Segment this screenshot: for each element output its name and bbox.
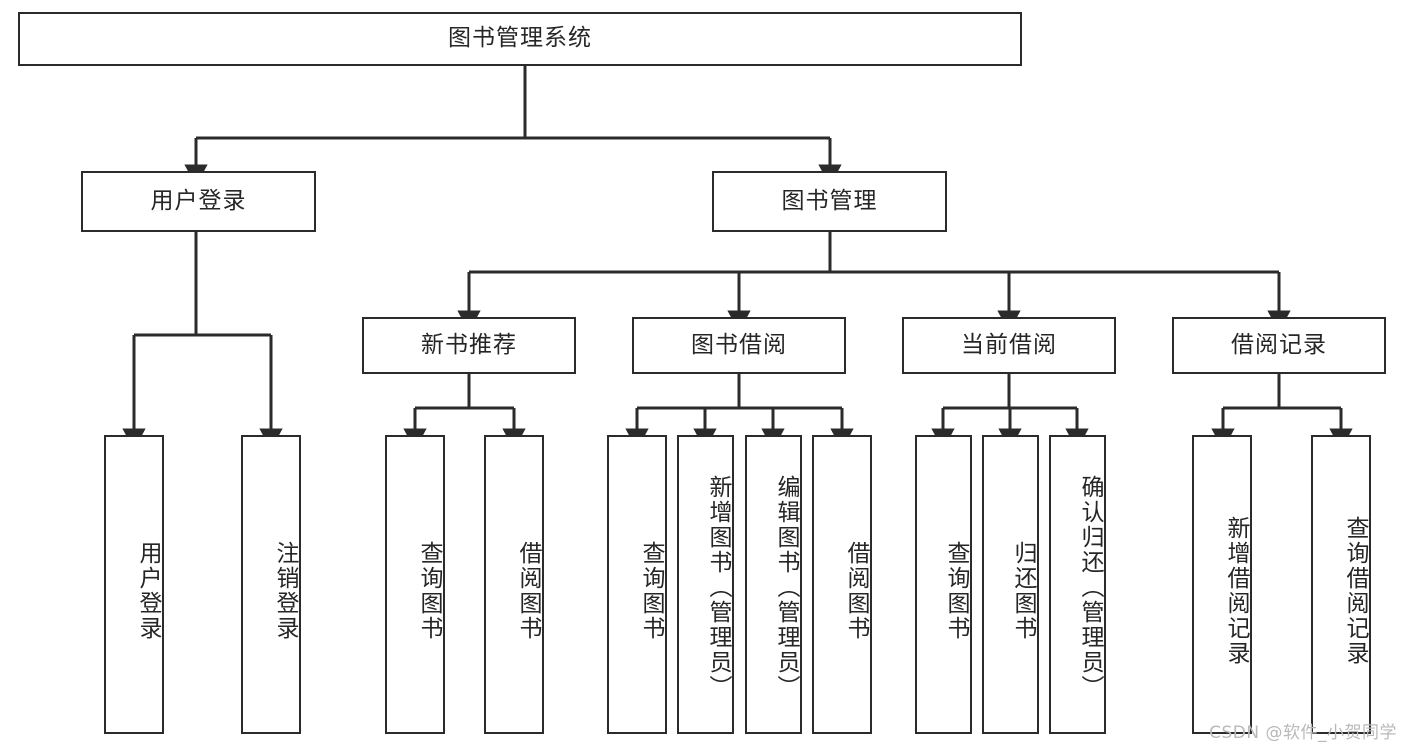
node-book-management[interactable]: 图书管理 xyxy=(712,171,947,232)
node-label: 借阅记录 xyxy=(1231,331,1327,358)
leaf-borrow-record-add[interactable]: 新增借阅记录 xyxy=(1192,435,1252,734)
node-borrow-record[interactable]: 借阅记录 xyxy=(1172,317,1386,374)
node-label: 编辑图书（管理员） xyxy=(773,475,799,700)
node-label: 查询图书 xyxy=(638,540,664,641)
leaf-book-borrow-borrow[interactable]: 借阅图书 xyxy=(812,435,872,734)
node-label: 确认归还（管理员） xyxy=(1077,475,1103,700)
leaf-current-borrow-confirm-return[interactable]: 确认归还（管理员） xyxy=(1049,435,1106,734)
leaf-borrow-record-query[interactable]: 查询借阅记录 xyxy=(1311,435,1371,734)
leaf-book-borrow-edit[interactable]: 编辑图书（管理员） xyxy=(745,435,802,734)
leaf-current-borrow-query[interactable]: 查询图书 xyxy=(915,435,972,734)
leaf-user-login-login[interactable]: 用户登录 xyxy=(104,435,164,734)
node-label: 查询图书 xyxy=(416,540,442,641)
node-label: 借阅图书 xyxy=(515,540,541,641)
node-label: 新增借阅记录 xyxy=(1223,515,1249,666)
node-root-book-management-system[interactable]: 图书管理系统 xyxy=(18,12,1022,66)
csdn-watermark: CSDN @软件_小贺同学 xyxy=(1209,723,1397,743)
node-label: 当前借阅 xyxy=(961,331,1057,358)
leaf-new-book-query[interactable]: 查询图书 xyxy=(385,435,445,734)
node-user-login[interactable]: 用户登录 xyxy=(81,171,316,232)
node-label: 新增图书（管理员） xyxy=(705,475,731,700)
node-label: 用户登录 xyxy=(150,187,247,214)
leaf-user-login-logout[interactable]: 注销登录 xyxy=(241,435,301,734)
node-label: 归还图书 xyxy=(1010,540,1036,641)
leaf-book-borrow-add[interactable]: 新增图书（管理员） xyxy=(677,435,734,734)
node-label: 借阅图书 xyxy=(843,540,869,641)
node-label: 查询图书 xyxy=(943,540,969,641)
node-book-borrow[interactable]: 图书借阅 xyxy=(632,317,846,374)
leaf-new-book-borrow[interactable]: 借阅图书 xyxy=(484,435,544,734)
leaf-current-borrow-return[interactable]: 归还图书 xyxy=(982,435,1039,734)
node-label: 查询借阅记录 xyxy=(1342,515,1368,666)
node-current-borrow[interactable]: 当前借阅 xyxy=(902,317,1116,374)
node-label: 图书管理系统 xyxy=(448,25,592,52)
node-new-book-recommend[interactable]: 新书推荐 xyxy=(362,317,576,374)
node-label: 图书管理 xyxy=(781,187,878,214)
node-label: 注销登录 xyxy=(272,540,298,641)
node-label: 新书推荐 xyxy=(421,331,517,358)
node-label: 图书借阅 xyxy=(691,331,787,358)
leaf-book-borrow-query[interactable]: 查询图书 xyxy=(607,435,667,734)
node-label: 用户登录 xyxy=(135,540,161,641)
